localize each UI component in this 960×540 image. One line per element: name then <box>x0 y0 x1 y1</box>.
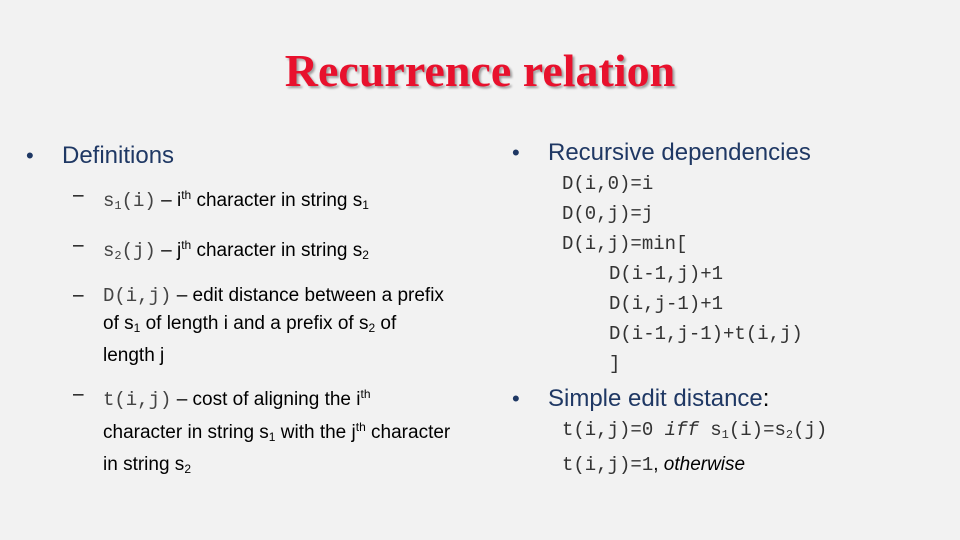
code-term: t(i,j) <box>103 389 172 411</box>
simple-edit-distance-bullet: • Simple edit distance: <box>512 385 770 412</box>
code-line: D(i,0)=i <box>562 173 654 195</box>
definition-item: – s2(j) – jth character in string s2 <box>26 232 456 270</box>
dash-icon: – <box>73 235 84 256</box>
definitions-bullet: • Definitions <box>26 142 456 170</box>
dash-icon: – <box>73 285 84 306</box>
code-line: D(i,j-1)+1 <box>609 293 724 315</box>
code-term: D(i,j) <box>103 285 172 307</box>
bullet-icon: • <box>512 140 520 165</box>
definitions-heading: Definitions <box>62 142 175 169</box>
code-line: D(0,j)=j <box>562 203 654 225</box>
dash-icon: – <box>73 185 84 206</box>
slide-title: Recurrence relation <box>284 45 676 96</box>
recursive-dependencies-heading: Recursive dependencies <box>548 139 811 166</box>
bullet-icon: • <box>26 143 34 168</box>
code-line: ] <box>609 353 621 375</box>
dash-icon: – <box>73 384 84 405</box>
simple-edit-distance-heading: Simple edit distance <box>548 385 763 412</box>
definition-item: – t(i,j) – cost of aligning the ith char… <box>26 381 456 483</box>
definition-item: – s1(i) – ith character in string s1 <box>26 182 456 220</box>
bullet-icon: • <box>512 386 520 411</box>
code-term: s2(j) <box>103 240 156 263</box>
recursion-column: • Recursive dependencies D(i,0)=i D(0,j)… <box>512 139 952 480</box>
code-line: D(i-1,j-1)+t(i,j) <box>609 323 803 345</box>
code-line: D(i,j)=min[ <box>562 233 688 255</box>
cost-definition-line: t(i,j)=0 iff s1(i)=s2(j) <box>562 419 828 442</box>
code-line: D(i-1,j)+1 <box>609 263 724 285</box>
recursive-dependencies-bullet: • Recursive dependencies <box>512 139 952 167</box>
cost-otherwise-line: t(i,j)=1, otherwise <box>562 454 746 476</box>
definition-item: – D(i,j) – edit distance between a prefi… <box>26 282 456 369</box>
code-term: s1(i) <box>103 190 156 213</box>
definitions-column: • Definitions – s1(i) – ith character in… <box>26 142 456 495</box>
